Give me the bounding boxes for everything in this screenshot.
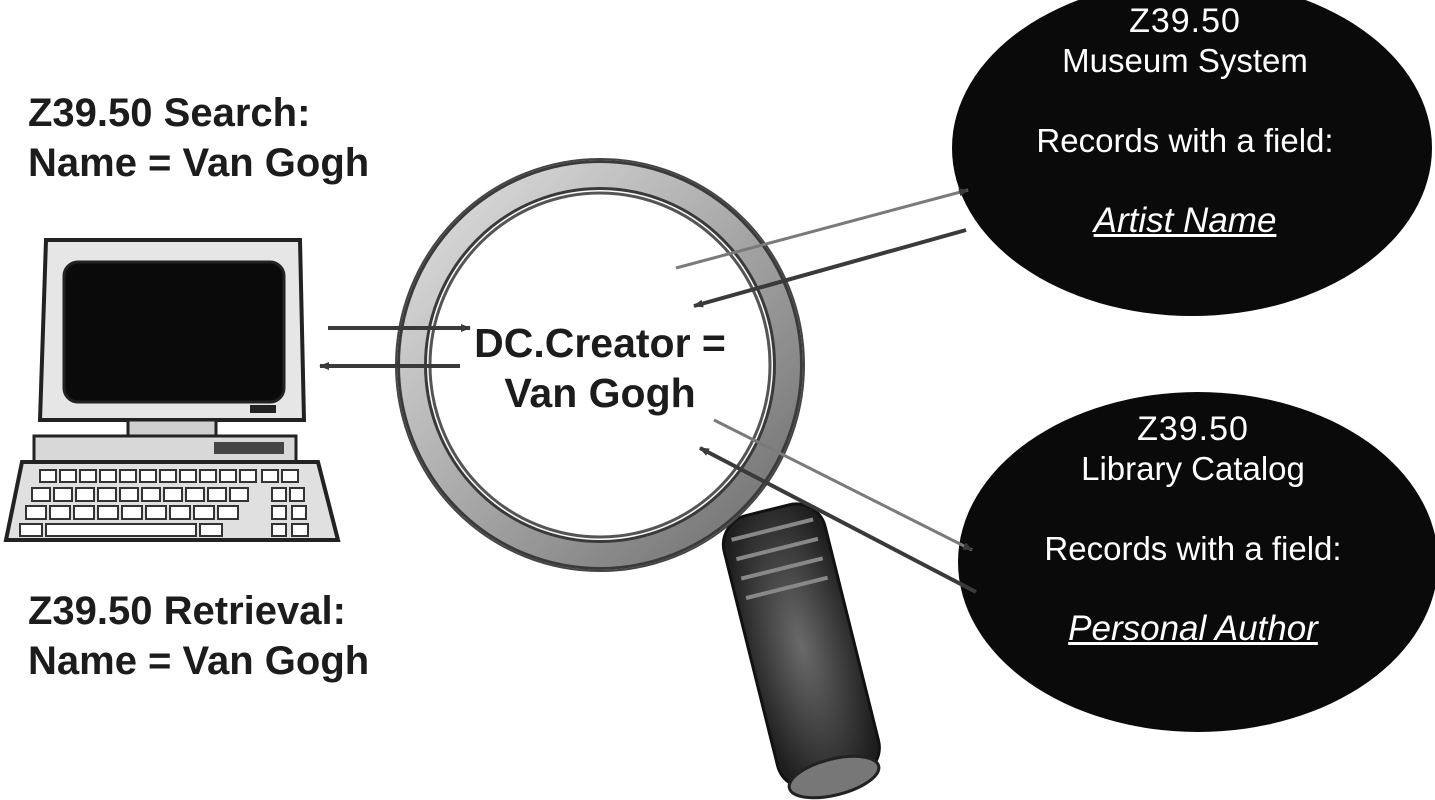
museum-response-arrow bbox=[693, 228, 967, 308]
library-title-2: Library Catalog bbox=[1081, 450, 1305, 488]
dc-creator-label: DC.Creator = Van Gogh bbox=[440, 318, 760, 418]
computer-icon bbox=[3, 238, 341, 542]
search-label-line2: Name = Van Gogh bbox=[28, 141, 370, 185]
search-label: Z39.50 Search: Name = Van Gogh bbox=[28, 88, 369, 188]
library-field-name: Personal Author bbox=[1068, 609, 1318, 649]
museum-system-text: Z39.50 Museum System Records with a fiel… bbox=[960, 2, 1410, 242]
retrieval-label: Z39.50 Retrieval: Name = Van Gogh bbox=[28, 586, 369, 686]
museum-title-1: Z39.50 bbox=[1129, 2, 1241, 40]
library-records-label: Records with a field: bbox=[1044, 529, 1342, 567]
museum-title-2: Museum System bbox=[1062, 42, 1308, 80]
museum-records-label: Records with a field: bbox=[1036, 121, 1334, 159]
magnifying-glass-icon bbox=[395, 158, 881, 800]
library-response-arrow bbox=[699, 446, 977, 594]
search-label-line1: Z39.50 Search: bbox=[28, 91, 311, 135]
library-title-1: Z39.50 bbox=[1137, 410, 1249, 448]
museum-system-ellipse bbox=[952, 0, 1432, 316]
museum-query-arrow bbox=[675, 188, 969, 270]
dc-creator-line1: DC.Creator = bbox=[474, 320, 726, 366]
retrieval-label-line1: Z39.50 Retrieval: bbox=[28, 589, 346, 633]
museum-field-name: Artist Name bbox=[1093, 201, 1277, 241]
library-catalog-text: Z39.50 Library Catalog Records with a fi… bbox=[968, 410, 1418, 650]
retrieval-label-line2: Name = Van Gogh bbox=[28, 639, 370, 683]
library-catalog-ellipse bbox=[958, 392, 1435, 732]
library-query-arrow bbox=[713, 418, 973, 552]
dc-creator-line2: Van Gogh bbox=[504, 370, 696, 417]
